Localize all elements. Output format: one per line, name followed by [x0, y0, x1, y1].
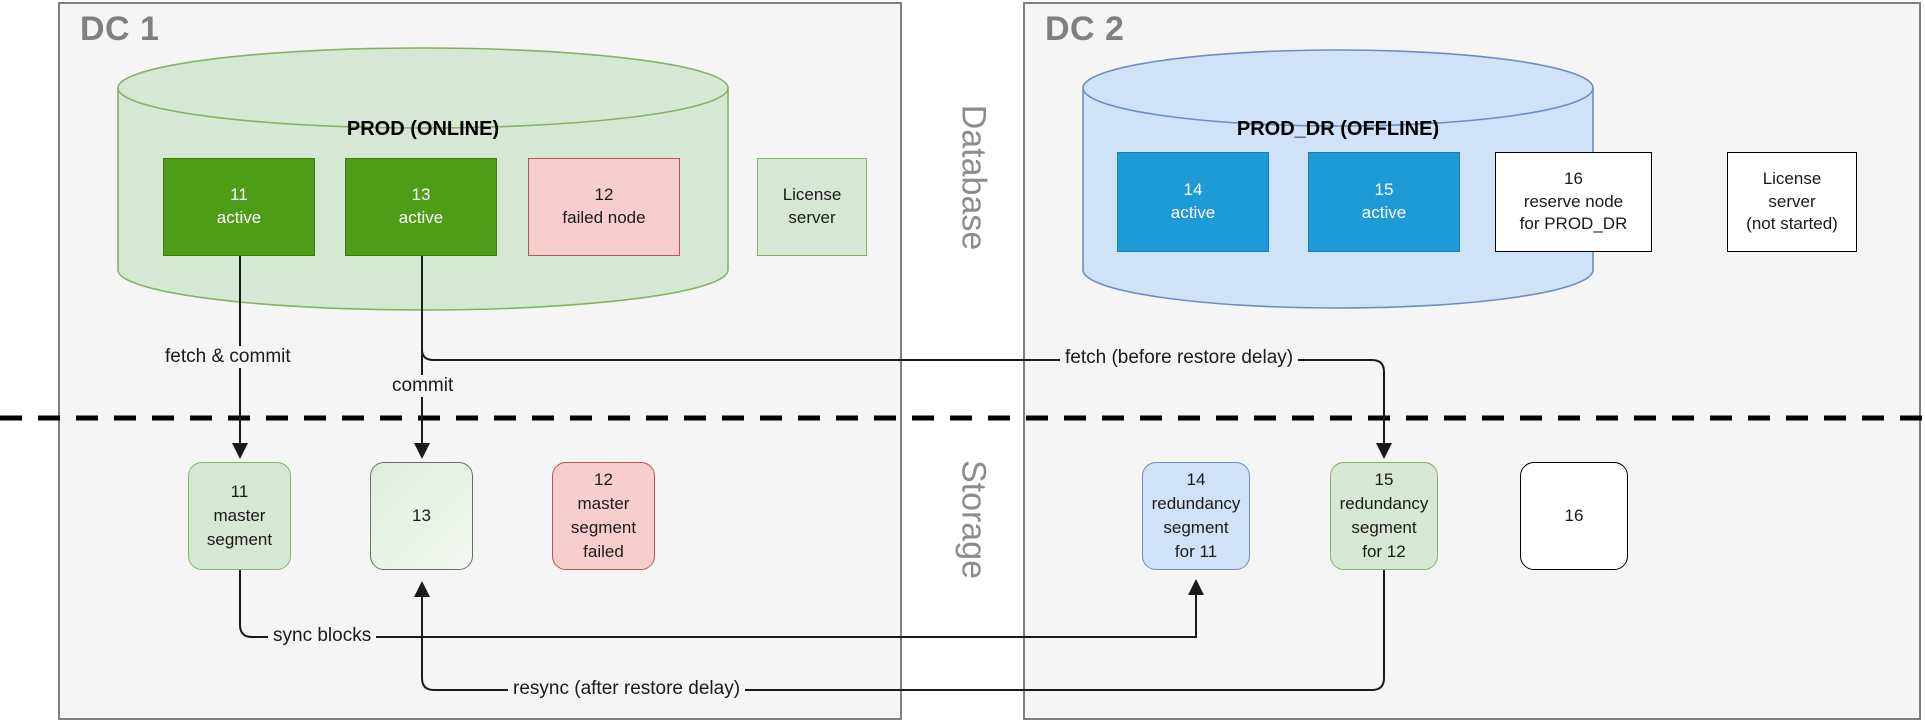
- storage-14-line3: segment: [1163, 518, 1229, 537]
- storage-11-id: 11: [230, 482, 249, 502]
- storage-segment-16[interactable]: 16: [1520, 462, 1628, 570]
- prod-dr-cylinder-title: PROD_DR (OFFLINE): [1236, 118, 1440, 140]
- storage-11-line2: master: [213, 506, 266, 526]
- db-node-14[interactable]: 14 active: [1117, 152, 1269, 252]
- db-node-12-id: 12: [594, 185, 614, 205]
- storage-13-id: 13: [412, 506, 431, 526]
- storage-15-line4: for 12: [1362, 541, 1406, 561]
- storage-segment-15[interactable]: 15 redundancy segment for 12: [1330, 462, 1438, 570]
- storage-12-id: 12: [594, 470, 613, 490]
- storage-15-line2: redundancy: [1339, 494, 1429, 514]
- dc1-license-server[interactable]: License server: [757, 158, 867, 256]
- storage-12-line4: failed: [583, 541, 624, 561]
- db-node-11-status: active: [216, 208, 262, 227]
- edge-label-fetch-before-restore: fetch (before restore delay): [1060, 347, 1299, 369]
- db-node-12-status: failed node: [562, 208, 646, 227]
- storage-16-id: 16: [1564, 506, 1584, 526]
- db-node-14-status: active: [1170, 203, 1216, 222]
- db-node-12[interactable]: 12 failed node: [528, 158, 680, 256]
- storage-segment-11[interactable]: 11 master segment: [188, 462, 291, 570]
- dc2-title: DC 2: [1045, 10, 1125, 48]
- db-node-16-role: reserve node: [1523, 191, 1624, 211]
- storage-15-line3: segment: [1351, 518, 1417, 537]
- storage-12-line3: segment: [570, 518, 637, 537]
- storage-11-line3: segment: [206, 529, 273, 549]
- db-node-11-id: 11: [230, 185, 248, 205]
- edge-label-sync-blocks: sync blocks: [268, 625, 377, 647]
- db-node-13-id: 13: [411, 185, 431, 205]
- db-node-16-id: 16: [1564, 168, 1583, 188]
- edge-sync-blocks: [239, 570, 1204, 638]
- storage-14-line4: for 11: [1174, 541, 1218, 561]
- storage-12-line2: master: [577, 494, 630, 514]
- dc2-license-line2: server: [1768, 191, 1816, 211]
- db-node-16-target: for PROD_DR: [1519, 214, 1628, 234]
- dc1-license-line2: server: [788, 208, 836, 227]
- db-node-16[interactable]: 16 reserve node for PROD_DR: [1495, 152, 1652, 252]
- edge-label-commit: commit: [387, 375, 459, 397]
- dc1-license-line1: License: [782, 185, 842, 205]
- db-node-13-status: active: [398, 208, 444, 227]
- db-node-11[interactable]: 11 active: [163, 158, 315, 256]
- db-node-15[interactable]: 15 active: [1308, 152, 1460, 252]
- edge-fetch-before-restore: [421, 256, 1392, 459]
- edge-label-resync-after-restore: resync (after restore delay): [508, 678, 746, 700]
- storage-segment-12[interactable]: 12 master segment failed: [552, 462, 655, 570]
- storage-segment-13[interactable]: 13: [370, 462, 473, 570]
- dc2-license-line1: License: [1762, 168, 1822, 188]
- dc2-license-line3: (not started): [1746, 214, 1838, 234]
- storage-14-line2: redundancy: [1151, 494, 1241, 514]
- db-node-13[interactable]: 13 active: [345, 158, 497, 256]
- db-node-15-status: active: [1361, 203, 1407, 222]
- edge-resync-after-restore: [414, 570, 1385, 691]
- storage-segment-14[interactable]: 14 redundancy segment for 11: [1142, 462, 1250, 570]
- db-node-15-id: 15: [1374, 180, 1394, 200]
- db-node-14-id: 14: [1183, 180, 1203, 200]
- dc1-title: DC 1: [80, 10, 160, 48]
- edge-label-fetch-commit: fetch & commit: [160, 346, 296, 368]
- dc2-license-server[interactable]: License server (not started): [1727, 152, 1857, 252]
- storage-15-id: 15: [1374, 470, 1394, 490]
- prod-cylinder-title: PROD (ONLINE): [346, 118, 500, 140]
- storage-14-id: 14: [1186, 470, 1206, 490]
